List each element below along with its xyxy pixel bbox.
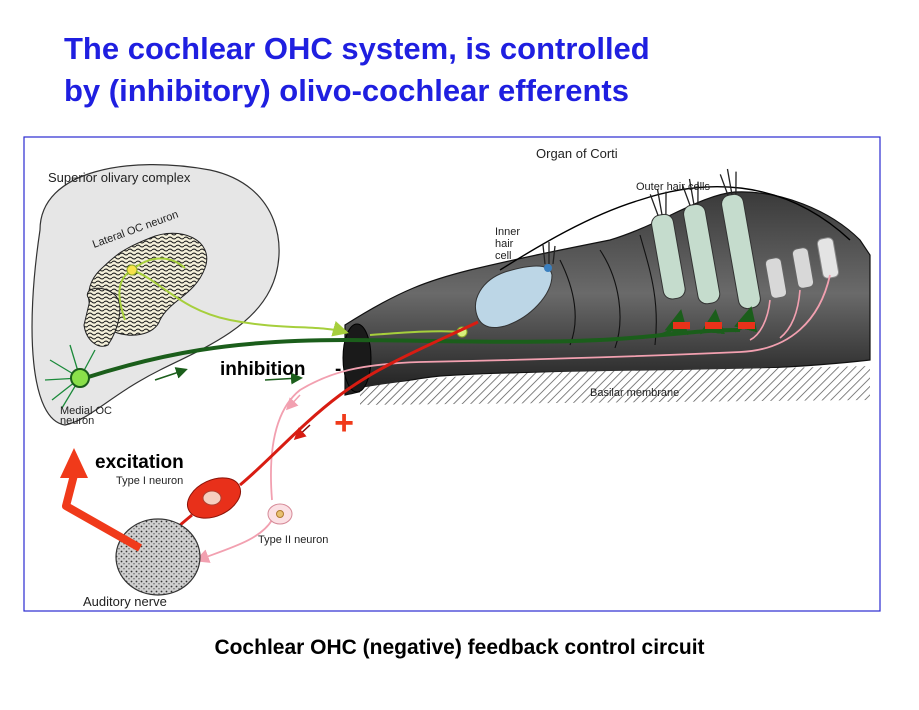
type-ii-neuron-nucleus	[276, 510, 284, 518]
auditory-nerve	[115, 518, 201, 596]
label-medial-oc-2: neuron	[60, 415, 94, 427]
label-excitation: excitation	[95, 452, 184, 473]
title-line-1: The cochlear OHC system, is controlled	[64, 31, 650, 66]
label-basilar-membrane: Basilar membrane	[590, 387, 679, 399]
label-inner-hair-cell-2: hair	[495, 238, 514, 250]
type-i-arrow	[293, 424, 311, 441]
medial-oc-arrow-upper	[264, 372, 303, 385]
label-inner-hair-cell-3: cell	[495, 250, 512, 262]
excitation-plus-sign: +	[334, 404, 354, 442]
label-outer-hair-cells: Outer hair cells	[636, 181, 710, 193]
type-ii-central-fiber	[194, 519, 273, 563]
label-superior-olivary-complex: Superior olivary complex	[48, 170, 191, 185]
label-inhibition-dash: -	[335, 359, 341, 380]
slide-title: The cochlear OHC system, is controlled b…	[64, 28, 884, 112]
tectorial-membrane	[499, 186, 851, 271]
inner-hair-cell-nucleus	[544, 264, 552, 272]
medial-oc-arrow-lower	[154, 367, 188, 381]
label-organ-of-corti: Organ of Corti	[536, 146, 618, 161]
medial-oc-neuron	[44, 344, 96, 409]
inhibition-marks	[673, 322, 755, 329]
type-i-neuron-nucleus	[202, 490, 222, 506]
type-ii-branches	[749, 289, 801, 341]
feedback-arrowhead	[60, 448, 88, 478]
label-inhibition: inhibition	[220, 359, 305, 380]
medial-oc-efferent-fiber	[84, 328, 741, 380]
inner-hair-cell-stereocilia	[542, 242, 556, 265]
label-inner-hair-cell-1: Inner	[495, 226, 520, 238]
label-type-i-neuron: Type I neuron	[116, 475, 183, 487]
lateral-oc-neuron-soma	[126, 264, 138, 276]
title-line-2: by (inhibitory) olivo-cochlear efferents	[64, 73, 629, 108]
feedback-excitation-arrow	[62, 474, 142, 552]
medial-olive-nucleus	[83, 287, 121, 347]
inner-hair-cell	[475, 265, 553, 329]
basilar-membrane	[360, 366, 870, 405]
label-medial-oc-1: Medial OC	[60, 405, 112, 417]
label-type-ii-neuron: Type II neuron	[258, 534, 328, 546]
lateral-oc-efferent-fiber	[131, 269, 349, 337]
type-i-afferent-fiber	[239, 320, 479, 487]
type-ii-arrow	[285, 394, 301, 411]
label-auditory-nerve: Auditory nerve	[83, 594, 167, 609]
diagram-caption: Cochlear OHC (negative) feedback control…	[214, 636, 705, 659]
